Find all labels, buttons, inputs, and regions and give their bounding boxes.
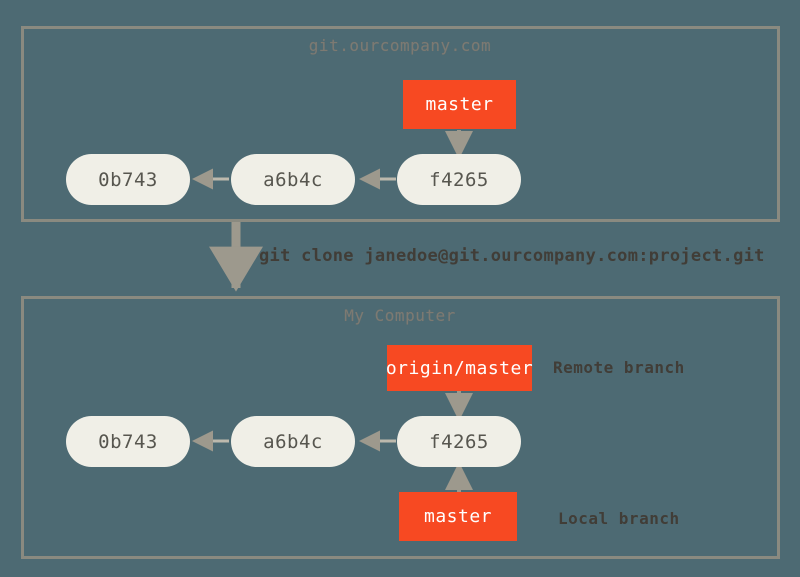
commit-node-f4265-remote[interactable]: f4265 <box>397 154 521 205</box>
clone-command-label: git clone janedoe@git.ourcompany.com:pro… <box>259 246 765 266</box>
branch-box-master-remote[interactable]: master <box>403 80 516 129</box>
zone-remote-title: git.ourcompany.com <box>308 36 492 55</box>
zone-local-repository <box>21 296 780 559</box>
annotation-remote-branch: Remote branch <box>553 358 685 377</box>
branch-box-master-local[interactable]: master <box>399 492 517 541</box>
zone-remote-repository <box>21 26 780 222</box>
branch-box-origin-master[interactable]: origin/master <box>386 345 533 391</box>
commit-node-0b743-remote[interactable]: 0b743 <box>66 154 190 205</box>
zone-local-title: My Computer <box>344 306 456 325</box>
commit-node-f4265-local[interactable]: f4265 <box>397 416 521 467</box>
commit-node-a6b4c-remote[interactable]: a6b4c <box>231 154 355 205</box>
commit-node-a6b4c-local[interactable]: a6b4c <box>231 416 355 467</box>
annotation-local-branch: Local branch <box>558 509 680 528</box>
commit-node-0b743-local[interactable]: 0b743 <box>66 416 190 467</box>
